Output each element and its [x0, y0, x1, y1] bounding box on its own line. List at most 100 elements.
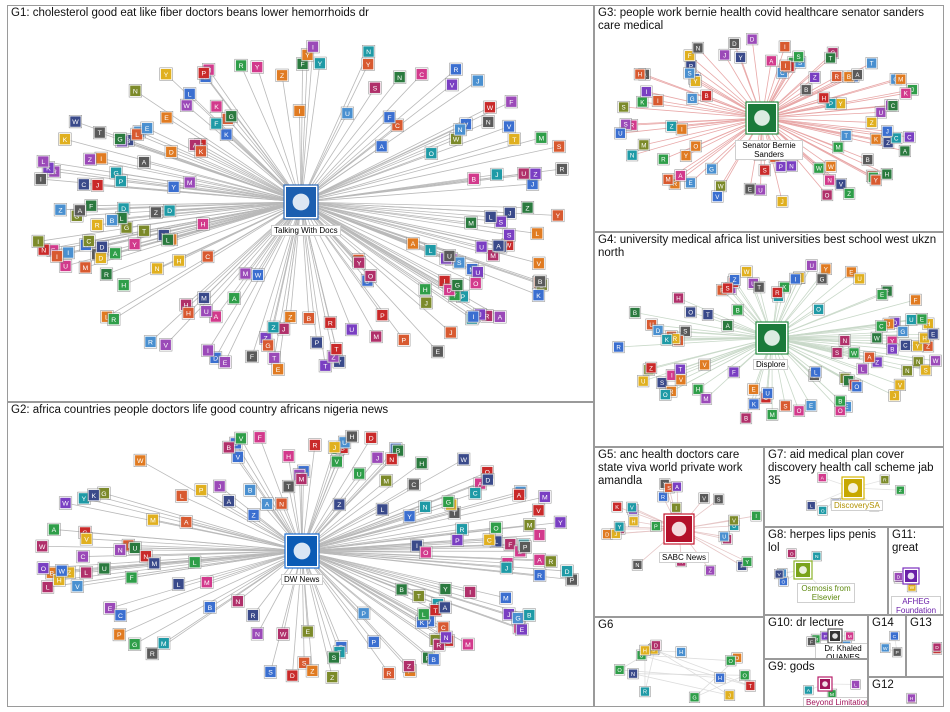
node-g1-186[interactable]: G [451, 279, 464, 292]
node-g1-92[interactable]: W [180, 99, 193, 112]
node-g3-13[interactable]: T [840, 130, 852, 142]
node-g1-137[interactable]: I [467, 310, 480, 323]
node-g1-70[interactable]: I [62, 246, 75, 259]
node-g1-125[interactable]: T [330, 343, 343, 356]
node-g2-93[interactable]: U [353, 467, 366, 480]
node-g1-95[interactable]: W [484, 101, 497, 114]
node-g4-33[interactable]: E [748, 383, 760, 395]
node-g3-3[interactable]: M [638, 139, 650, 151]
node-g1-78[interactable]: A [109, 247, 122, 260]
node-g2-10[interactable]: W [134, 454, 147, 467]
node-g2-6[interactable]: E [104, 602, 117, 615]
node-g3-58[interactable]: U [615, 127, 627, 139]
node-g2-68[interactable]: M [201, 576, 214, 589]
node-g5-3[interactable]: Z [705, 565, 716, 576]
node-g2-112[interactable]: Z [403, 660, 416, 673]
node-g2-142[interactable]: J [371, 451, 384, 464]
node-g4-94[interactable]: L [810, 366, 822, 378]
node-g2-71[interactable]: M [500, 592, 513, 605]
node-g1-11[interactable]: S [553, 140, 566, 153]
node-g1-173[interactable]: K [195, 145, 208, 158]
node-g5-25[interactable]: Y [742, 557, 753, 568]
node-g2-79[interactable]: N [385, 453, 398, 466]
node-g4-45[interactable]: U [762, 387, 774, 399]
node-g9-1[interactable]: A [804, 685, 814, 695]
node-g2-61[interactable]: M [539, 491, 552, 504]
node-g1-56[interactable]: O [364, 270, 377, 283]
node-g4-69[interactable]: I [790, 273, 802, 285]
hub-label-g2[interactable]: DW News [281, 574, 323, 585]
node-g2-19[interactable]: E [516, 623, 529, 636]
node-g1-98[interactable]: F [210, 117, 223, 130]
node-g2-139[interactable]: W [55, 564, 68, 577]
node-g1-110[interactable]: N [482, 116, 495, 129]
node-g3-68[interactable]: I [641, 86, 653, 98]
node-g5-19[interactable]: Y [614, 521, 625, 532]
node-g2-131[interactable]: D [365, 431, 378, 444]
node-g4-77[interactable]: V [894, 379, 906, 391]
node-g3-28[interactable]: S [618, 101, 630, 113]
node-g1-83[interactable]: V [503, 120, 516, 133]
node-g2-47[interactable]: F [253, 431, 266, 444]
node-g11-1[interactable]: D [894, 572, 904, 582]
node-g4-80[interactable]: F [728, 366, 740, 378]
node-g1-123[interactable]: M [198, 292, 211, 305]
hub-label-g9[interactable]: Beyond Limitations [803, 697, 868, 707]
node-g2-95[interactable]: V [532, 504, 545, 517]
node-g2-73[interactable]: T [412, 590, 425, 603]
node-g4-67[interactable]: C [876, 320, 888, 332]
node-g1-101[interactable]: W [252, 269, 265, 282]
node-g4-88[interactable]: K [661, 334, 673, 346]
node-g6-0[interactable]: H [715, 672, 726, 683]
node-g1-184[interactable]: U [443, 250, 456, 263]
node-g1-189[interactable]: C [83, 235, 96, 248]
node-g3-30[interactable]: I [779, 41, 791, 53]
node-g1-9[interactable]: I [95, 152, 108, 165]
node-g1-136[interactable]: G [262, 339, 275, 352]
hub-node-g2[interactable] [285, 534, 319, 568]
node-g2-78[interactable]: S [264, 666, 277, 679]
node-g4-23[interactable]: W [871, 332, 883, 344]
node-g3-77[interactable]: Y [735, 52, 747, 64]
node-g1-99[interactable]: G [225, 110, 238, 123]
node-g1-38[interactable]: M [535, 131, 548, 144]
node-g1-44[interactable]: E [272, 363, 285, 376]
hub-label-g4[interactable]: Displore [753, 359, 788, 370]
hub-node-g10[interactable] [828, 629, 842, 643]
node-g1-69[interactable]: Y [552, 209, 565, 222]
node-g3-47[interactable]: M [895, 73, 907, 85]
node-g2-83[interactable]: D [561, 565, 574, 578]
node-g3-44[interactable]: I [652, 95, 664, 107]
node-g12-1[interactable]: H [907, 693, 917, 703]
node-g2-117[interactable]: C [483, 534, 496, 547]
node-g4-92[interactable]: W [848, 347, 860, 359]
node-g1-119[interactable]: C [201, 250, 214, 263]
node-g2-103[interactable]: A [180, 516, 193, 529]
node-g2-149[interactable]: N [275, 497, 288, 510]
node-g4-58[interactable]: O [659, 389, 671, 401]
node-g3-0[interactable]: W [825, 161, 837, 173]
node-g4-54[interactable]: N [902, 365, 914, 377]
node-g1-171[interactable]: K [59, 133, 72, 146]
node-g2-33[interactable]: O [419, 546, 432, 559]
node-g1-104[interactable]: P [398, 334, 411, 347]
node-g1-175[interactable]: E [219, 356, 232, 369]
node-g1-126[interactable]: F [505, 95, 518, 108]
node-g1-161[interactable]: Z [150, 206, 163, 219]
node-g3-70[interactable]: Z [866, 117, 878, 129]
node-g1-25[interactable]: Y [314, 57, 327, 70]
node-g5-0[interactable]: D [602, 529, 613, 540]
node-g2-35[interactable]: A [223, 495, 236, 508]
node-g3-64[interactable]: M [832, 141, 844, 153]
node-g2-40[interactable]: I [464, 586, 477, 599]
node-g1-33[interactable]: D [96, 240, 109, 253]
node-g1-76[interactable]: P [376, 309, 389, 322]
hub-node-g9[interactable] [818, 677, 832, 691]
node-g2-54[interactable]: Z [306, 665, 319, 678]
node-g2-146[interactable]: B [523, 609, 536, 622]
node-g4-85[interactable]: U [854, 273, 866, 285]
node-g3-10[interactable]: S [759, 164, 771, 176]
node-g1-128[interactable]: S [369, 81, 382, 94]
node-g2-43[interactable]: A [261, 498, 274, 511]
node-g4-18[interactable]: H [692, 383, 704, 395]
